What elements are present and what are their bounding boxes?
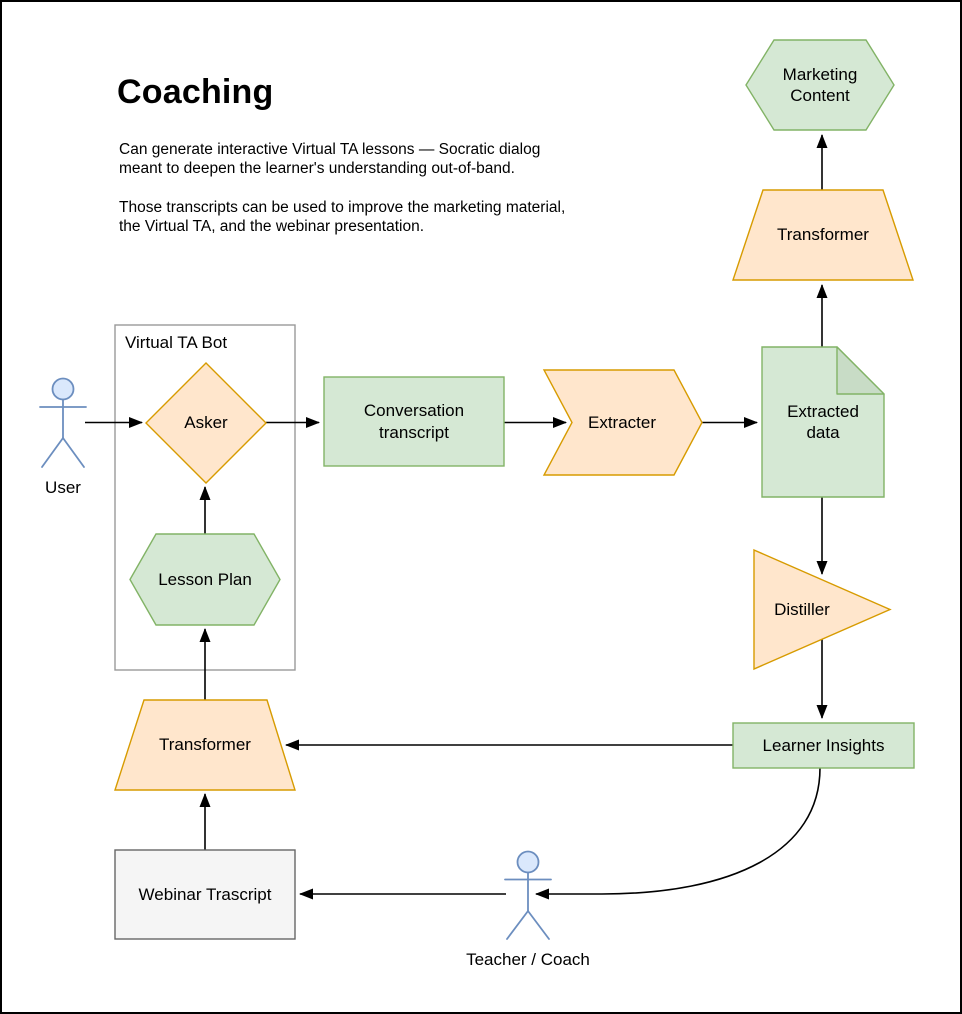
edge-learner-insights-to-teacher [535,767,821,900]
extracted-data-fold [836,346,885,395]
page-title: Coaching [117,72,274,111]
marketing-content-shape [745,39,895,131]
transformer-top-shape [732,189,914,281]
conversation-transcript-shape [323,376,505,467]
extracter-shape [542,369,703,476]
user-label: User [45,478,81,497]
description-paragraph: Can generate interactive Virtual TA less… [119,140,541,177]
teacher-coach-label: Teacher / Coach [466,950,590,969]
distiller-shape [753,548,892,671]
description-paragraph: Those transcripts can be used to improve… [119,198,566,235]
teacher-actor-icon [504,850,552,940]
transformer-bottom-shape [114,699,296,791]
asker-shape [145,362,267,484]
lesson-plan-shape [129,533,281,626]
webinar-transcript-shape [114,849,296,940]
user-actor-icon [39,377,87,468]
virtual-ta-bot-label: Virtual TA Bot [125,333,228,352]
extracted-data-shape [761,346,885,498]
learner-insights-shape [732,722,915,769]
